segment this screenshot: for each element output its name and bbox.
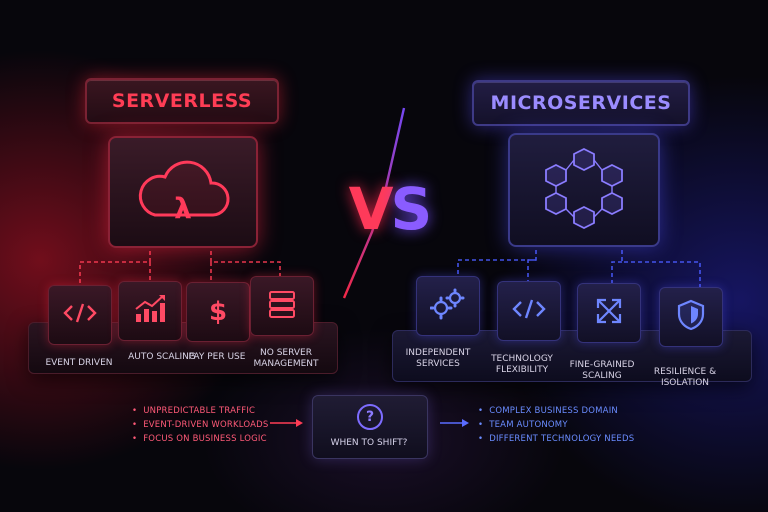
expand-arrows-icon bbox=[594, 296, 624, 330]
fine-grained-scaling-tile bbox=[577, 283, 641, 343]
resilience-isolation-tile bbox=[659, 287, 723, 347]
feature-label-technology-flexibility: TECHNOLOGY FLEXIBILITY bbox=[491, 354, 553, 375]
gears-icon bbox=[429, 288, 466, 324]
microservices-main-tile bbox=[508, 133, 660, 247]
independent-services-tile bbox=[416, 276, 480, 336]
feature-label-fine-grained-scaling: FINE-GRAINED SCALING bbox=[569, 360, 635, 381]
when-to-shift-label: WHEN TO SHIFT? bbox=[330, 438, 408, 448]
dollar-icon: $ bbox=[208, 297, 228, 327]
feature-label-pay-per-use: PAY PER USE bbox=[188, 352, 246, 362]
auto-scaling-tile bbox=[118, 281, 182, 341]
cube-network-icon bbox=[534, 143, 634, 237]
lambda-cloud-icon bbox=[131, 155, 235, 229]
microservices-use-cases: COMPLEX BUSINESS DOMAIN TEAM AUTONOMY DI… bbox=[478, 404, 634, 446]
event-driven-tile bbox=[48, 285, 112, 345]
serverless-main-tile: λ bbox=[108, 136, 258, 248]
feature-label-auto-scaling: AUTO SCALING bbox=[128, 352, 196, 362]
feature-label-event-driven: EVENT DRIVEN bbox=[45, 358, 113, 368]
vs-v: V bbox=[348, 175, 394, 243]
pay-per-use-tile: $ bbox=[186, 282, 250, 342]
server-stack-icon bbox=[267, 289, 297, 323]
code-icon bbox=[512, 297, 546, 325]
vs-s: S bbox=[390, 175, 433, 243]
list-item: EVENT-DRIVEN WORKLOADS bbox=[132, 418, 269, 432]
lambda-glyph: λ bbox=[174, 192, 192, 225]
microservices-title: MICROSERVICES bbox=[472, 80, 690, 126]
question-icon: ? bbox=[357, 404, 383, 430]
serverless-title: SERVERLESS bbox=[85, 78, 279, 124]
list-item: DIFFERENT TECHNOLOGY NEEDS bbox=[478, 432, 634, 446]
serverless-use-cases: UNPREDICTABLE TRAFFIC EVENT-DRIVEN WORKL… bbox=[132, 404, 269, 446]
list-item: TEAM AUTONOMY bbox=[478, 418, 634, 432]
technology-flexibility-tile bbox=[497, 281, 561, 341]
no-server-management-tile bbox=[250, 276, 314, 336]
shield-icon bbox=[676, 299, 706, 335]
growth-chart-icon bbox=[133, 294, 167, 328]
list-item: COMPLEX BUSINESS DOMAIN bbox=[478, 404, 634, 418]
feature-label-independent-services: INDEPENDENT SERVICES bbox=[405, 348, 471, 369]
feature-label-no-server-management: NO SERVER MANAGEMENT bbox=[253, 348, 319, 369]
code-icon bbox=[63, 301, 97, 329]
list-item: UNPREDICTABLE TRAFFIC bbox=[132, 404, 269, 418]
list-item: FOCUS ON BUSINESS LOGIC bbox=[132, 432, 269, 446]
feature-label-resilience-isolation: RESILIENCE & ISOLATION bbox=[653, 367, 717, 388]
